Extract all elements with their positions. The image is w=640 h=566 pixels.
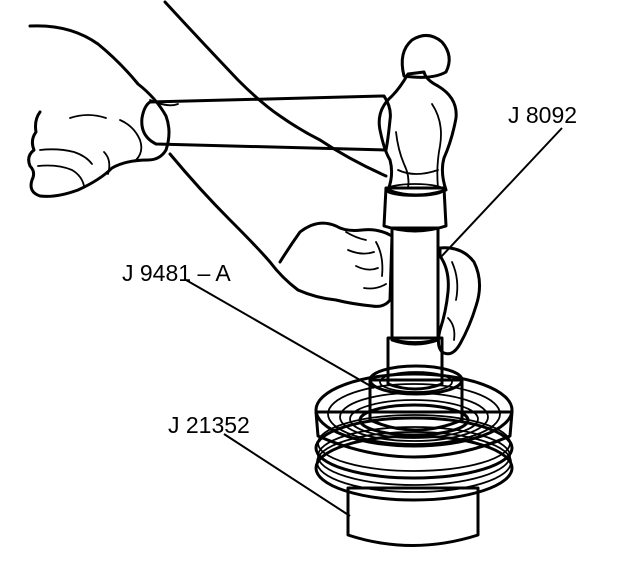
j8092-driver	[382, 183, 448, 391]
label-j9481a: J 9481 – A	[122, 260, 231, 286]
leader-j8092	[439, 127, 563, 259]
hammer-handle	[140, 94, 392, 152]
right-arm	[163, 0, 388, 292]
leader-j9481a	[185, 279, 375, 389]
left-hand	[27, 24, 179, 198]
right-hand	[278, 221, 481, 356]
leader-j21352	[223, 433, 351, 517]
hammer-head	[377, 34, 458, 197]
label-j21352: J 21352	[168, 412, 250, 438]
j9481a-collar	[368, 364, 464, 432]
label-j8092: J 8092	[508, 102, 578, 128]
j21352-base	[314, 372, 514, 547]
